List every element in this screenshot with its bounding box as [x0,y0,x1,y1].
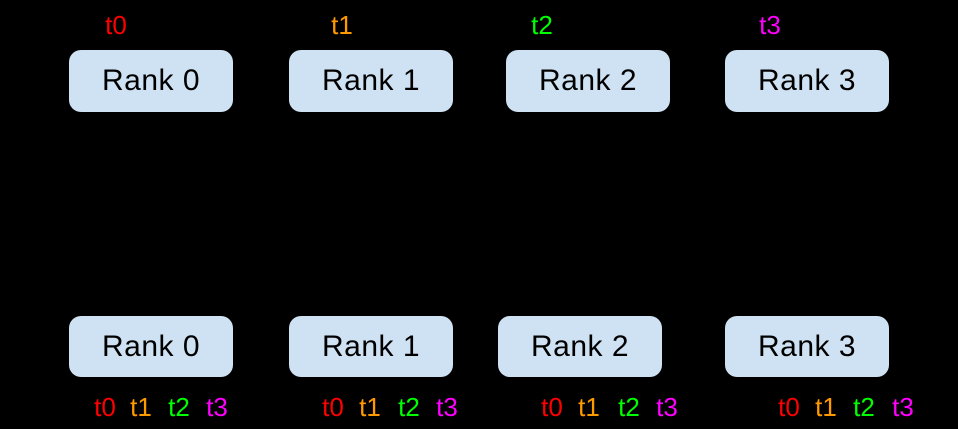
rank-box-top-0: Rank 0 [69,50,233,112]
rank-box-top-2: Rank 2 [506,50,670,112]
rank-label: Rank 2 [538,64,638,97]
tag-t0-bottom-rank2: t0 [541,392,563,422]
tag-t1-bottom-rank1: t1 [359,392,381,422]
tag-t2-bottom-rank2: t2 [618,392,640,422]
tag-t2-bottom-rank0: t2 [168,392,190,422]
tag-t2-bottom-rank1: t2 [398,392,420,422]
tag-t0-bottom-rank1: t0 [322,392,344,422]
tag-t3-bottom-rank3: t3 [892,392,914,422]
rank-label: Rank 1 [321,329,421,363]
rank-box-bottom-1: Rank 1 [289,316,453,377]
tag-t1-top: t1 [331,10,353,40]
rank-box-bottom-3: Rank 3 [725,316,889,377]
tag-t3-bottom-rank2: t3 [656,392,678,422]
rank-label: Rank 3 [757,64,857,97]
tag-t0-top: t0 [105,10,127,40]
tag-t1-bottom-rank3: t1 [815,392,837,422]
tag-t0-bottom-rank0: t0 [94,392,116,422]
rank-box-bottom-2: Rank 2 [498,316,662,377]
tag-t2-bottom-rank3: t2 [853,392,875,422]
tag-t1-bottom-rank2: t1 [578,392,600,422]
tag-t1-bottom-rank0: t1 [130,392,152,422]
tag-t2-top: t2 [531,10,553,40]
rank-label: Rank 1 [321,64,421,97]
tag-t3-top: t3 [759,10,781,40]
tag-t3-bottom-rank1: t3 [436,392,458,422]
rank-box-bottom-0: Rank 0 [69,316,233,377]
rank-box-top-3: Rank 3 [725,50,889,112]
rank-box-top-1: Rank 1 [289,50,453,112]
tag-t0-bottom-rank3: t0 [778,392,800,422]
tag-t3-bottom-rank0: t3 [206,392,228,422]
rank-label: Rank 0 [101,64,201,97]
rank-label: Rank 0 [101,329,201,363]
rank-label: Rank 2 [530,329,630,363]
rank-label: Rank 3 [757,329,857,363]
